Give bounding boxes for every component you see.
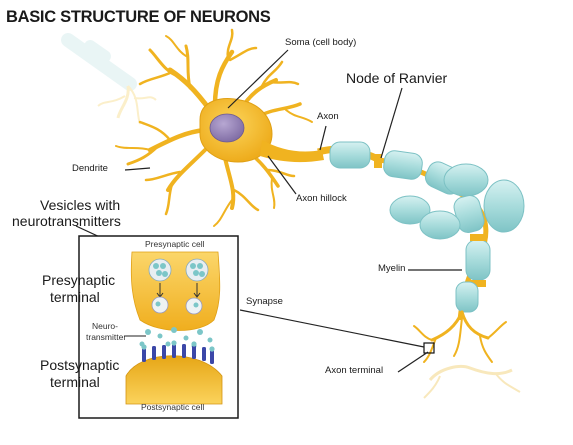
- label-synapse: Synapse: [246, 296, 283, 307]
- label-neurotransmitter-line2: transmitter: [86, 332, 127, 342]
- synapse-highlight-box: [423, 342, 435, 354]
- label-vesicles-line2: neurotransmitters: [12, 213, 121, 229]
- label-postsynaptic-cell: Postsynaptic cell: [141, 402, 205, 412]
- nucleus: [209, 113, 245, 143]
- label-presynaptic-line2: terminal: [50, 289, 100, 305]
- label-neurotransmitter-line1: Neuro-: [92, 321, 118, 331]
- myelin-sheath: [329, 141, 525, 321]
- label-postsynaptic-line1: Postsynaptic: [40, 357, 120, 373]
- label-soma: Soma (cell body): [285, 37, 357, 48]
- label-axon-hillock: Axon hillock: [296, 193, 347, 204]
- node-of-ranvier-gap: [374, 154, 382, 168]
- receptors: [141, 340, 215, 364]
- page-title: BASIC STRUCTURE OF NEURONS: [6, 8, 271, 26]
- label-vesicles-line1: Vesicles with: [40, 197, 121, 213]
- faded-target-neuron: [423, 365, 521, 399]
- label-dendrite: Dendrite: [72, 163, 108, 174]
- axon-terminals: [413, 310, 507, 363]
- label-postsynaptic-line2: terminal: [50, 374, 100, 390]
- label-presynaptic-line1: Presynaptic: [42, 272, 116, 288]
- label-node-of-ranvier: Node of Ranvier: [346, 70, 448, 86]
- label-axon: Axon: [317, 111, 339, 122]
- axon-hillock: [260, 140, 324, 163]
- synaptic-vesicles: [148, 258, 209, 315]
- label-myelin: Myelin: [378, 263, 406, 274]
- dendrites: [115, 28, 313, 227]
- background-neuron: [61, 33, 157, 125]
- label-axon-terminal: Axon terminal: [325, 365, 384, 376]
- label-presynaptic-cell: Presynaptic cell: [145, 239, 205, 249]
